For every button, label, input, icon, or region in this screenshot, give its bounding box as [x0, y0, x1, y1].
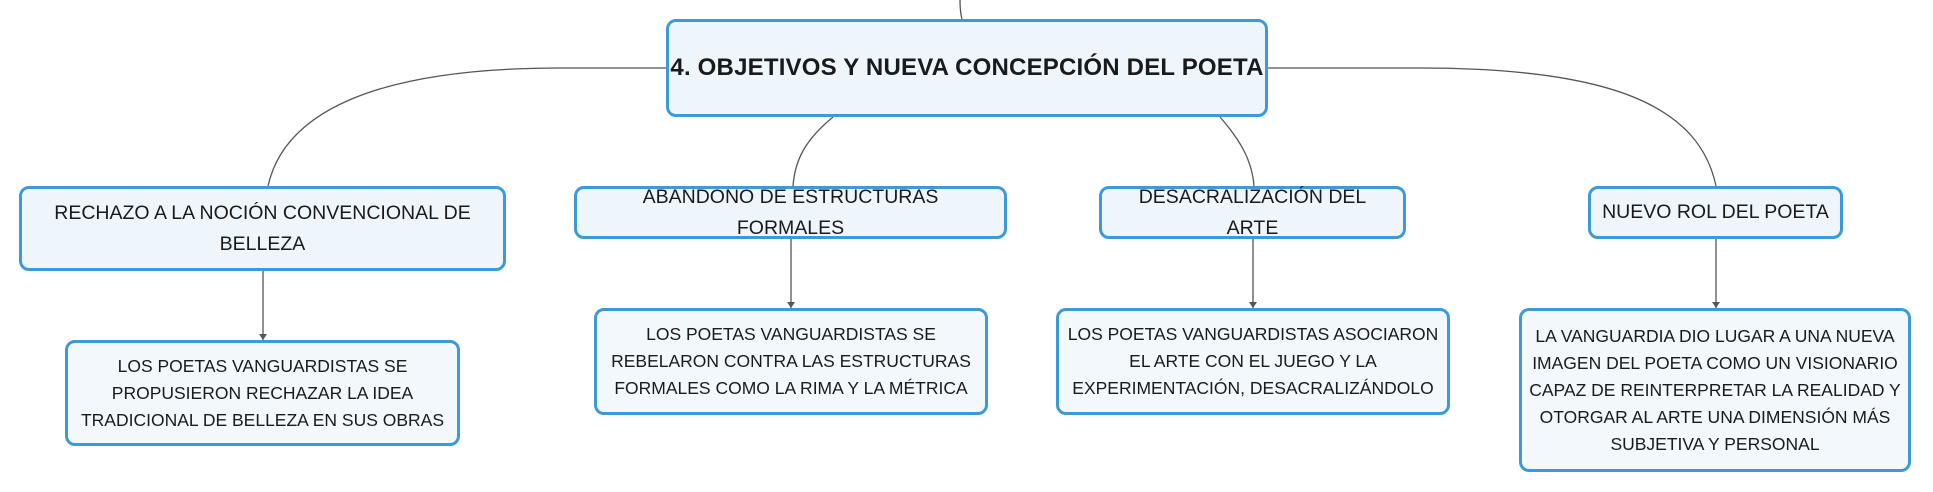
detail-nuevo-rol-poeta[interactable]: LA VANGUARDIA DIO LUGAR A UNA NUEVA IMAG… — [1519, 308, 1911, 472]
central-topic-label: 4. OBJETIVOS Y NUEVA CONCEPCIÓN DEL POET… — [670, 54, 1264, 81]
detail-text: LOS POETAS VANGUARDISTAS SE PROPUSIERON … — [80, 355, 445, 430]
central-topic[interactable]: 4. OBJETIVOS Y NUEVA CONCEPCIÓN DEL POET… — [666, 19, 1268, 117]
branch-nuevo-rol-poeta[interactable]: NUEVO ROL DEL POETA — [1588, 186, 1843, 239]
detail-text: LOS POETAS VANGUARDISTAS SE REBELARON CO… — [611, 324, 971, 398]
detail-text: LOS POETAS VANGUARDISTAS ASOCIARON EL AR… — [1067, 324, 1439, 398]
branch-label: RECHAZO A LA NOCIÓN CONVENCIONAL DE BELL… — [54, 201, 471, 255]
branch-label: ABANDONO DE ESTRUCTURAS FORMALES — [642, 185, 939, 239]
branch-desacralizacion-arte[interactable]: DESACRALIZACIÓN DEL ARTE — [1099, 186, 1406, 239]
branch-abandono-estructuras[interactable]: ABANDONO DE ESTRUCTURAS FORMALES — [574, 186, 1007, 239]
detail-abandono-estructuras[interactable]: LOS POETAS VANGUARDISTAS SE REBELARON CO… — [594, 308, 988, 415]
connector-root-to-branch-3 — [1219, 116, 1255, 187]
branch-label: NUEVO ROL DEL POETA — [1602, 201, 1829, 223]
branch-rechazo-belleza[interactable]: RECHAZO A LA NOCIÓN CONVENCIONAL DE BELL… — [19, 186, 506, 271]
detail-rechazo-belleza[interactable]: LOS POETAS VANGUARDISTAS SE PROPUSIERON … — [65, 340, 460, 446]
connector-root-to-branch-1 — [267, 67, 666, 187]
connector-root-to-branch-4 — [1268, 67, 1717, 187]
branch-label: DESACRALIZACIÓN DEL ARTE — [1138, 185, 1367, 239]
connector-root-to-branch-2 — [792, 116, 834, 187]
detail-desacralizacion-arte[interactable]: LOS POETAS VANGUARDISTAS ASOCIARON EL AR… — [1056, 308, 1450, 415]
detail-text: LA VANGUARDIA DIO LUGAR A UNA NUEVA IMAG… — [1529, 325, 1901, 454]
connector-parent-to-root — [959, 0, 963, 20]
